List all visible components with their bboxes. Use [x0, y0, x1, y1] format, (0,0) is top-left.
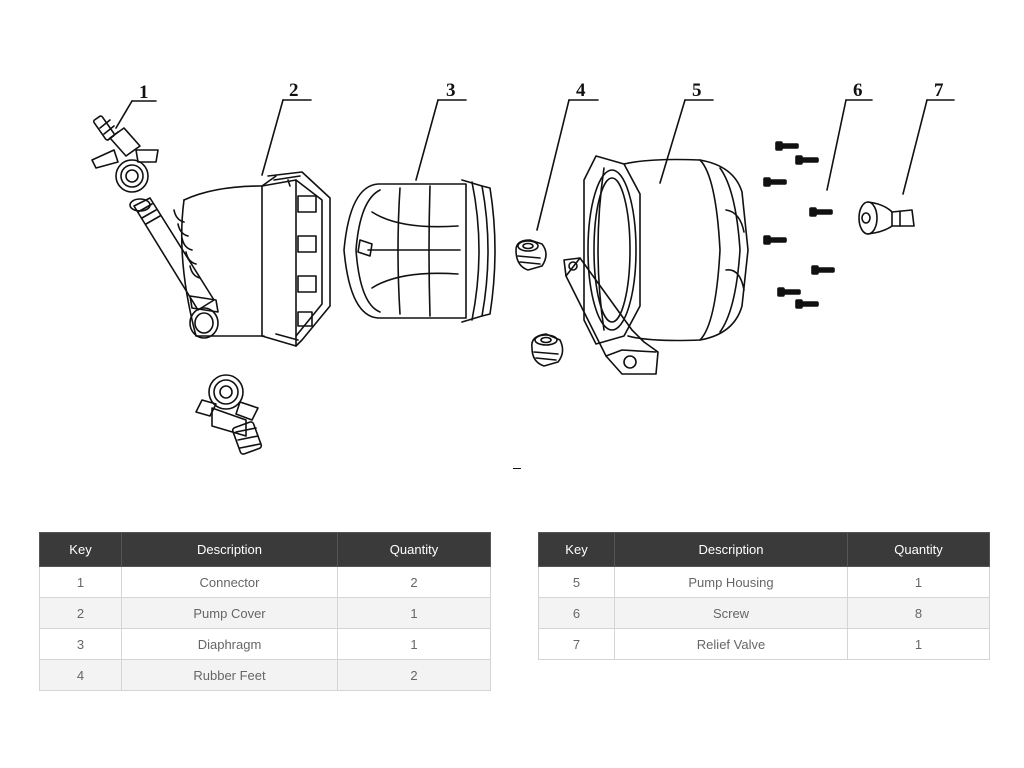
svg-text:7: 7: [934, 80, 944, 101]
svg-text:1: 1: [139, 82, 149, 103]
column-header-key: Key: [39, 532, 122, 567]
table-row: 6 Screw 8: [538, 597, 990, 629]
cell-key: 1: [39, 566, 122, 598]
callout-3: 3: [415, 80, 467, 181]
cell-key: 5: [538, 566, 615, 598]
cell-description: Diaphragm: [121, 628, 338, 660]
table-row: 2 Pump Cover 1: [39, 597, 491, 629]
svg-text:5: 5: [692, 80, 702, 101]
cell-description: Relief Valve: [614, 628, 848, 660]
table-row: 4 Rubber Feet 2: [39, 659, 491, 691]
column-header-description: Description: [121, 532, 338, 567]
cell-quantity: 1: [847, 628, 990, 660]
cell-quantity: 2: [337, 659, 491, 691]
connector-top-part: [91, 115, 159, 193]
cell-description: Connector: [121, 566, 338, 598]
cell-description: Pump Housing: [614, 566, 848, 598]
cell-quantity: 1: [337, 597, 491, 629]
table-row: 7 Relief Valve 1: [538, 628, 990, 660]
cell-key: 3: [39, 628, 122, 660]
rubber-foot-top-part: [515, 239, 547, 271]
parts-table-left: Key Description Quantity 1 Connector 2 2…: [39, 532, 491, 691]
connector-bottom-part: [195, 374, 263, 455]
cell-description: Screw: [614, 597, 848, 629]
table-row: 1 Connector 2: [39, 566, 491, 598]
pump-housing-part: [563, 155, 749, 375]
table-row: 3 Diaphragm 1: [39, 628, 491, 660]
separator-dash: [513, 468, 521, 469]
parts-table-right: Key Description Quantity 5 Pump Housing …: [538, 532, 990, 660]
svg-text:6: 6: [853, 80, 863, 101]
pump-cover-part: [129, 171, 331, 347]
callout-2: 2: [261, 80, 312, 176]
callout-6: 6: [826, 80, 873, 191]
table-header-row: Key Description Quantity: [538, 532, 990, 567]
svg-text:4: 4: [576, 80, 586, 101]
column-header-description: Description: [614, 532, 848, 567]
screws-part: [763, 141, 835, 309]
cell-quantity: 1: [847, 566, 990, 598]
diaphragm-part: [343, 179, 496, 323]
table-row: 5 Pump Housing 1: [538, 566, 990, 598]
cell-quantity: 2: [337, 566, 491, 598]
rubber-foot-bottom-part: [530, 333, 564, 367]
relief-valve-part: [858, 201, 915, 235]
cell-key: 7: [538, 628, 615, 660]
cell-key: 2: [39, 597, 122, 629]
cell-quantity: 1: [337, 628, 491, 660]
column-header-quantity: Quantity: [847, 532, 990, 567]
cell-key: 6: [538, 597, 615, 629]
column-header-quantity: Quantity: [337, 532, 491, 567]
callout-7: 7: [902, 80, 955, 195]
callout-4: 4: [536, 80, 599, 231]
cell-description: Pump Cover: [121, 597, 338, 629]
cell-key: 4: [39, 659, 122, 691]
exploded-pump-diagram: 1 2 3 4 5 6 7: [91, 80, 955, 455]
callout-1: 1: [115, 82, 157, 129]
callout-5: 5: [659, 80, 714, 184]
table-header-row: Key Description Quantity: [39, 532, 491, 567]
svg-text:3: 3: [446, 80, 456, 101]
column-header-key: Key: [538, 532, 615, 567]
svg-text:2: 2: [289, 80, 299, 101]
cell-description: Rubber Feet: [121, 659, 338, 691]
cell-quantity: 8: [847, 597, 990, 629]
